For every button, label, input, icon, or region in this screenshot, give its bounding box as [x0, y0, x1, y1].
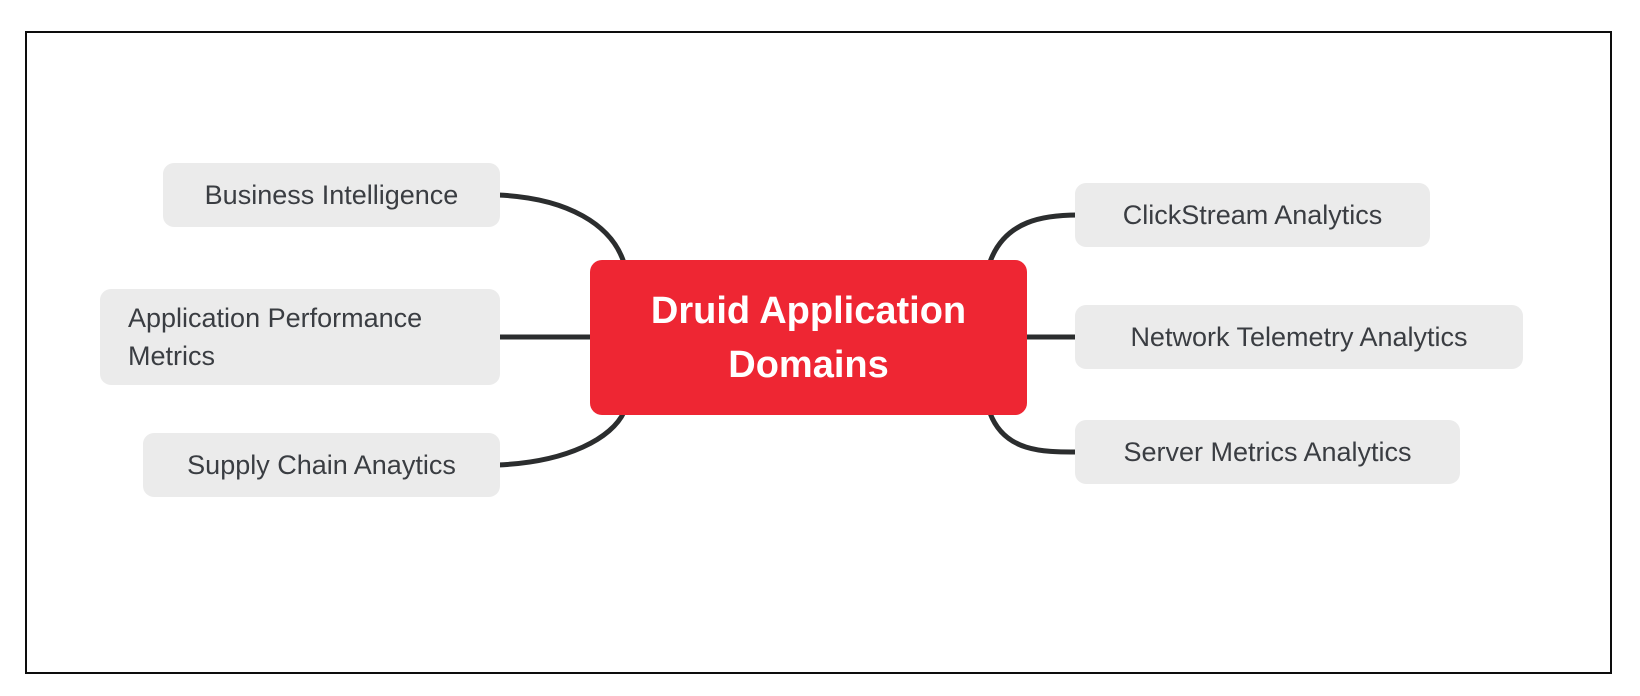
- root-node-label: Druid Application Domains: [650, 289, 967, 386]
- node-server-metrics-analytics-label: Server Metrics Analytics: [1123, 437, 1412, 467]
- node-supply-chain-anaytics[interactable]: Supply Chain Anaytics: [143, 433, 500, 497]
- node-business-intelligence-label: Business Intelligence: [204, 180, 459, 210]
- diagram-frame: [25, 31, 1612, 674]
- node-supply-chain-anaytics-label: Supply Chain Anaytics: [187, 450, 456, 480]
- node-druid-application-domains[interactable]: Druid Application Domains: [590, 260, 1027, 415]
- node-network-telemetry-analytics-label: Network Telemetry Analytics: [1130, 322, 1468, 352]
- node-clickstream-analytics-label: ClickStream Analytics: [1122, 200, 1383, 230]
- node-application-performance-metrics[interactable]: Application Performance Metrics: [100, 289, 500, 385]
- node-network-telemetry-analytics[interactable]: Network Telemetry Analytics: [1075, 305, 1523, 369]
- node-server-metrics-analytics[interactable]: Server Metrics Analytics: [1075, 420, 1460, 484]
- node-application-performance-metrics-label: Application Performance Metrics: [128, 303, 423, 371]
- node-business-intelligence[interactable]: Business Intelligence: [163, 163, 500, 227]
- node-clickstream-analytics[interactable]: ClickStream Analytics: [1075, 183, 1430, 247]
